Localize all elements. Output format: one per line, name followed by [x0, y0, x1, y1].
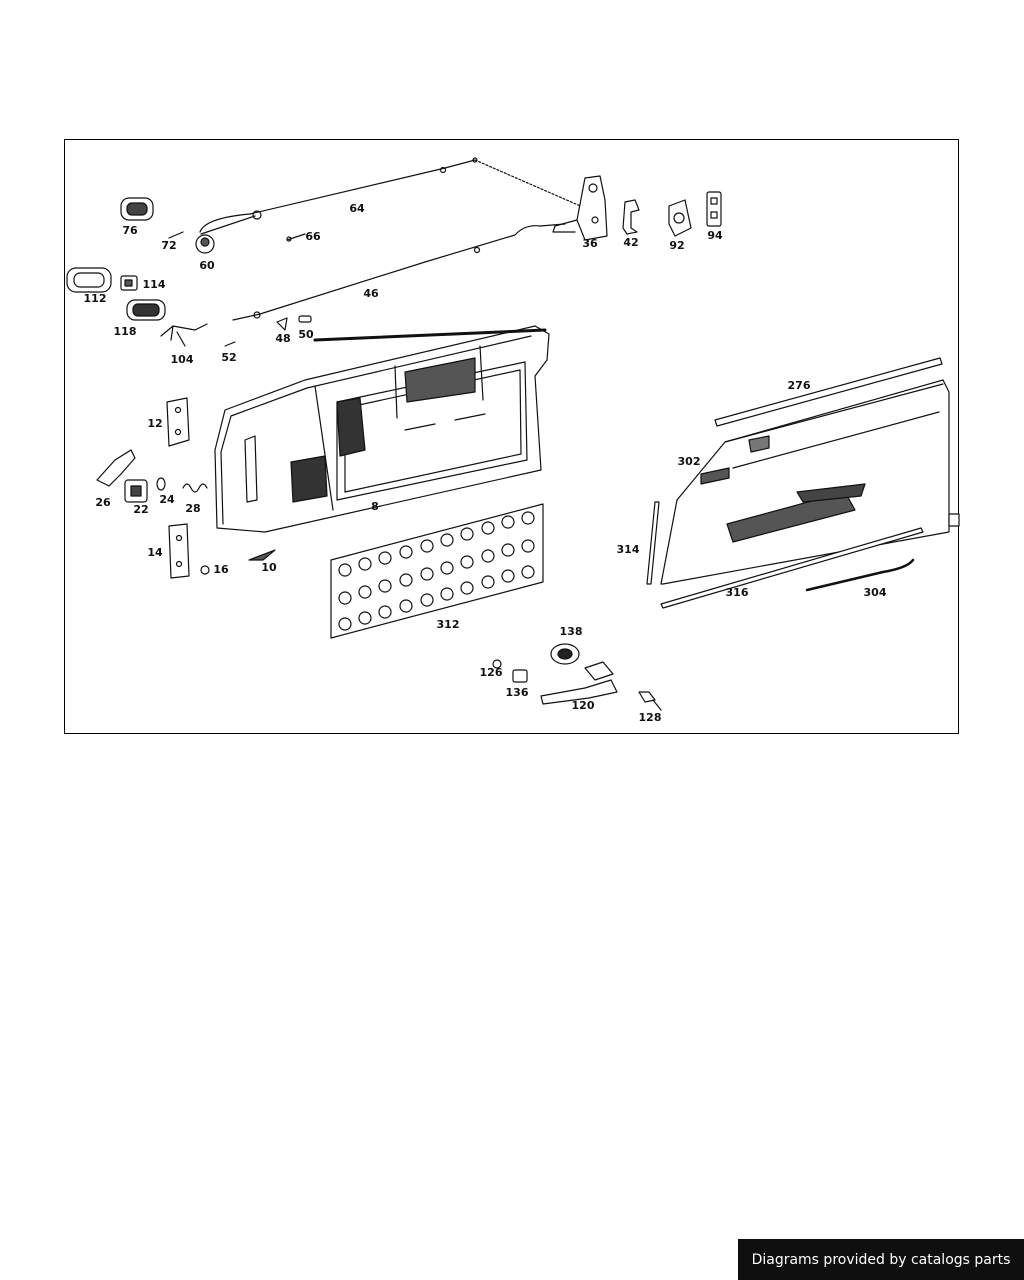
lock-36 — [576, 175, 608, 241]
part-label-304: 304 — [864, 586, 887, 599]
trim-panel-302 — [660, 379, 950, 585]
part-label-12: 12 — [147, 417, 162, 430]
striker-92 — [668, 199, 692, 237]
part-label-10: 10 — [261, 561, 277, 574]
part-label-42: 42 — [623, 236, 638, 249]
part-label-104: 104 — [171, 353, 194, 366]
part-label-120: 120 — [572, 699, 595, 712]
part-label-36: 36 — [582, 237, 598, 250]
part-label-112: 112 — [84, 292, 107, 305]
bracket-42 — [622, 199, 640, 235]
part-label-46: 46 — [363, 287, 379, 300]
part-label-26: 26 — [95, 496, 111, 509]
part-label-22: 22 — [133, 503, 148, 516]
part-label-136: 136 — [506, 686, 529, 699]
part-label-50: 50 — [298, 328, 314, 341]
nut-16 — [200, 565, 210, 575]
exploded-parts-diagram: 8 10 12 14 16 22 24 26 28 36 42 46 48 50 52 60 64 66 72 76 9… — [66, 157, 960, 724]
part-label-118: 118 — [114, 325, 137, 338]
footer-credit-text: Diagrams provided by catalogs parts — [751, 1251, 1011, 1268]
part-number-labels: 8 10 12 14 16 22 24 26 28 36 42 46 48 50 52 60 64 66 72 76 9… — [84, 202, 887, 724]
handle-26 — [96, 449, 136, 487]
cable-46 — [232, 223, 566, 321]
part-label-138: 138 — [560, 625, 583, 638]
part-label-66: 66 — [305, 230, 321, 243]
part-label-24: 24 — [159, 493, 175, 506]
part-label-8: 8 — [371, 500, 379, 513]
part-label-48: 48 — [275, 332, 290, 345]
cable-64 — [199, 159, 476, 233]
door-inner-panel-8 — [214, 325, 550, 533]
part-label-72: 72 — [161, 239, 176, 252]
part-label-316: 316 — [726, 586, 749, 599]
trim-strip-276 — [714, 357, 943, 427]
key-128 — [638, 691, 662, 711]
part-label-64: 64 — [349, 202, 365, 215]
part-label-16: 16 — [213, 563, 229, 576]
strip-316 — [660, 527, 924, 609]
part-label-314: 314 — [617, 543, 640, 556]
part-label-76: 76 — [122, 224, 138, 237]
part-label-52: 52 — [221, 351, 236, 364]
part-label-114: 114 — [143, 278, 166, 291]
hinge-12 — [166, 397, 190, 447]
part-label-126: 126 — [480, 666, 503, 679]
sound-pad-holes — [338, 511, 535, 631]
footer-credit-badge: Diagrams provided by catalogs parts — [738, 1239, 1024, 1280]
part-label-14: 14 — [147, 546, 163, 559]
handle-120 — [540, 679, 618, 705]
hinge-14 — [168, 523, 190, 579]
spring-28 — [182, 483, 208, 493]
part-label-94: 94 — [707, 229, 723, 242]
part-label-302: 302 — [678, 455, 701, 468]
plate-94 — [706, 191, 722, 227]
part-label-276: 276 — [788, 379, 811, 392]
part-label-128: 128 — [639, 711, 662, 724]
sound-pad-312 — [330, 503, 544, 639]
wedge-10 — [248, 549, 276, 561]
part-label-28: 28 — [185, 502, 200, 515]
strip-314 — [646, 501, 660, 585]
diagram-frame: 8 10 12 14 16 22 24 26 28 36 42 46 48 50 52 60 64 66 72 76 9… — [64, 139, 960, 734]
escutcheon-112 — [66, 267, 112, 293]
linkage-104 — [160, 323, 208, 347]
strip-304 — [805, 558, 915, 592]
part-label-312: 312 — [437, 618, 460, 631]
part-label-92: 92 — [669, 239, 684, 252]
part-label-60: 60 — [199, 259, 215, 272]
